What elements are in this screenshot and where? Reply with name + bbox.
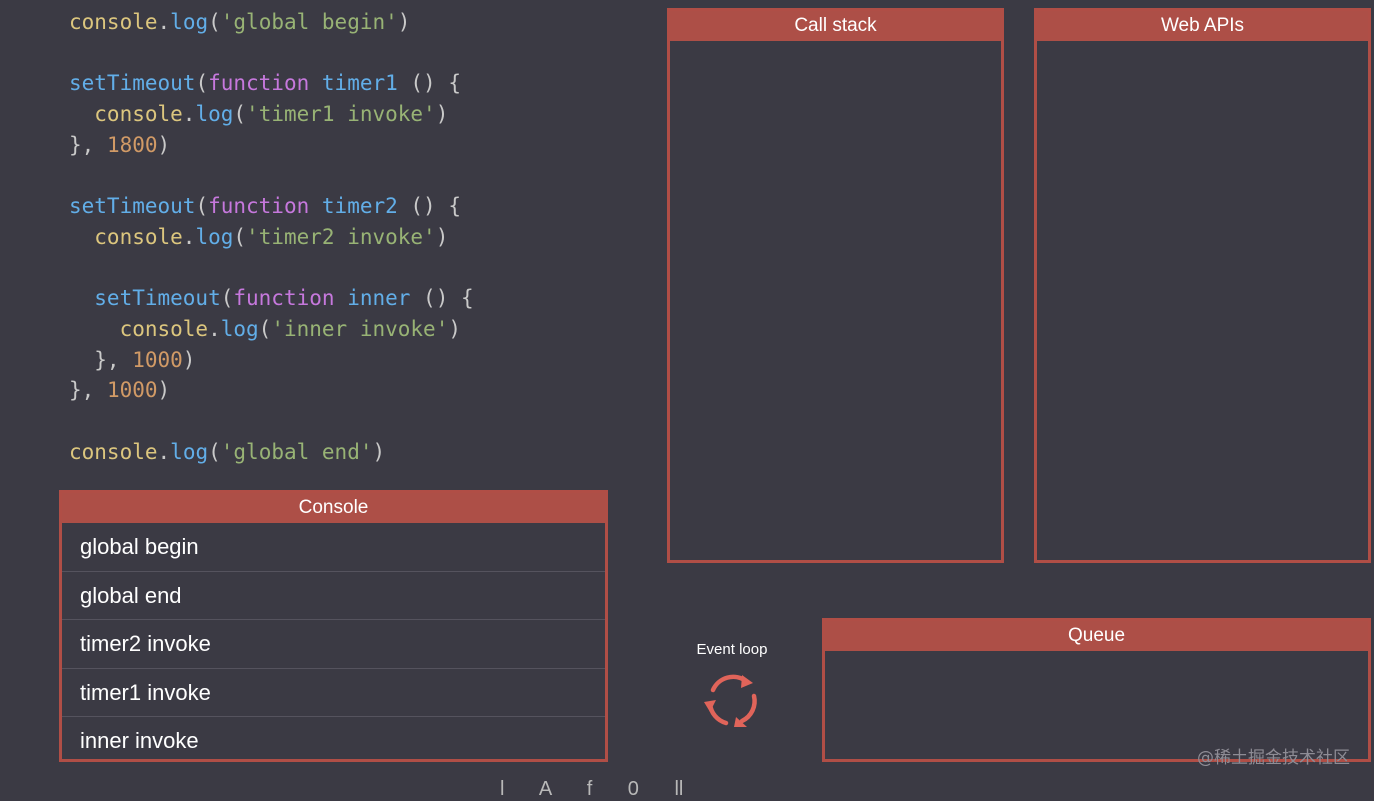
code-token: timer1 — [321, 71, 398, 96]
code-token: }, — [69, 378, 107, 403]
console-line: inner invoke — [62, 715, 605, 764]
code-token: 'inner invoke' — [271, 316, 449, 341]
web-apis-panel: Web APIs — [1034, 8, 1371, 563]
code-token: ) — [372, 439, 386, 464]
code-token: inner — [347, 286, 411, 311]
code-token: . — [182, 102, 196, 127]
code-token: 'timer1 invoke' — [246, 102, 436, 127]
code-token: 'timer2 invoke' — [246, 224, 436, 249]
code-token: console — [69, 10, 158, 34]
bottom-cutoff-text: l A f 0 ll — [500, 778, 684, 800]
code-token: () { — [397, 194, 461, 219]
code-token: ( — [208, 10, 221, 34]
code-token: }, — [69, 347, 133, 372]
code-token: ( — [233, 224, 247, 249]
code-block: console.log('global begin') setTimeout(f… — [69, 7, 474, 467]
code-line: console.log('global begin') — [69, 7, 474, 38]
code-token: ) — [448, 316, 461, 341]
watermark: @稀土掘金技术社区 — [1197, 748, 1350, 768]
code-token: ( — [220, 286, 234, 311]
web-apis-title: Web APIs — [1037, 11, 1368, 41]
code-token: function — [208, 194, 310, 219]
code-token: log — [195, 224, 234, 249]
code-line — [69, 160, 474, 191]
code-token: log — [195, 102, 234, 127]
console-line: global begin — [80, 534, 199, 559]
call-stack-title: Call stack — [670, 11, 1001, 41]
code-token: console — [69, 439, 158, 464]
code-token: log — [170, 439, 209, 464]
console-output-list: global begin global end timer2 invoke ti… — [62, 523, 605, 764]
code-line: console.log('timer2 invoke') — [69, 222, 474, 253]
code-token — [309, 71, 322, 95]
event-loop-label: Event loop — [696, 641, 768, 658]
code-token: setTimeout — [69, 71, 196, 96]
code-token: ) — [182, 347, 196, 372]
console-panel: Console global begin global end timer2 i… — [59, 490, 608, 762]
code-line: console.log('inner invoke') — [69, 314, 474, 345]
code-token: }, — [69, 132, 107, 157]
console-line: global end — [62, 571, 605, 619]
code-line — [69, 406, 474, 437]
code-token — [309, 194, 322, 218]
code-token: timer2 — [321, 194, 398, 219]
code-line: console.log('timer1 invoke') — [69, 99, 474, 130]
code-token: 1000 — [106, 378, 158, 403]
code-line: setTimeout(function timer2 () { — [69, 191, 474, 222]
code-token: setTimeout — [69, 194, 196, 219]
console-title: Console — [62, 493, 605, 523]
code-token: ( — [195, 194, 209, 219]
code-token: console — [69, 102, 183, 127]
code-token: . — [208, 316, 221, 341]
code-token: ( — [258, 316, 272, 341]
code-token: ) — [435, 224, 449, 249]
queue-panel: Queue — [822, 618, 1371, 762]
code-line: }, 1000) — [69, 375, 474, 406]
code-token: . — [157, 439, 171, 464]
code-token: log — [220, 316, 259, 341]
call-stack-panel: Call stack — [667, 8, 1004, 563]
code-line — [69, 253, 474, 284]
code-token: () { — [410, 286, 474, 311]
code-token: log — [170, 10, 209, 34]
code-token: ( — [195, 71, 209, 96]
code-token: setTimeout — [69, 286, 221, 311]
code-token: ) — [435, 102, 449, 127]
code-token: ( — [208, 439, 221, 464]
code-token: ( — [233, 102, 247, 127]
console-line: timer1 invoke — [62, 667, 605, 716]
code-token: . — [157, 10, 171, 34]
code-token: 1000 — [132, 347, 183, 372]
code-line: }, 1800) — [69, 130, 474, 161]
code-line: setTimeout(function inner () { — [69, 283, 474, 314]
code-token: console — [69, 316, 209, 341]
code-token: 'global end' — [220, 439, 373, 464]
console-line: timer2 invoke — [62, 619, 605, 667]
code-token — [335, 286, 348, 310]
code-token: () { — [397, 71, 461, 96]
queue-title: Queue — [825, 621, 1368, 651]
code-token: function — [208, 71, 310, 96]
code-line: }, 1000) — [69, 345, 474, 376]
code-token: ) — [397, 10, 411, 34]
code-line — [69, 38, 474, 69]
code-token: ) — [157, 132, 171, 157]
cycle-arrows-icon — [704, 674, 757, 727]
code-token: 'global begin' — [220, 10, 398, 34]
event-loop: Event loop — [686, 641, 778, 736]
code-token: 1800 — [106, 132, 158, 157]
code-token: function — [233, 286, 335, 311]
code-line: console.log('global end') — [69, 437, 474, 468]
code-line: setTimeout(function timer1 () { — [69, 68, 474, 99]
code-token: ) — [157, 378, 171, 403]
code-token: console — [69, 224, 183, 249]
code-token: . — [182, 224, 196, 249]
